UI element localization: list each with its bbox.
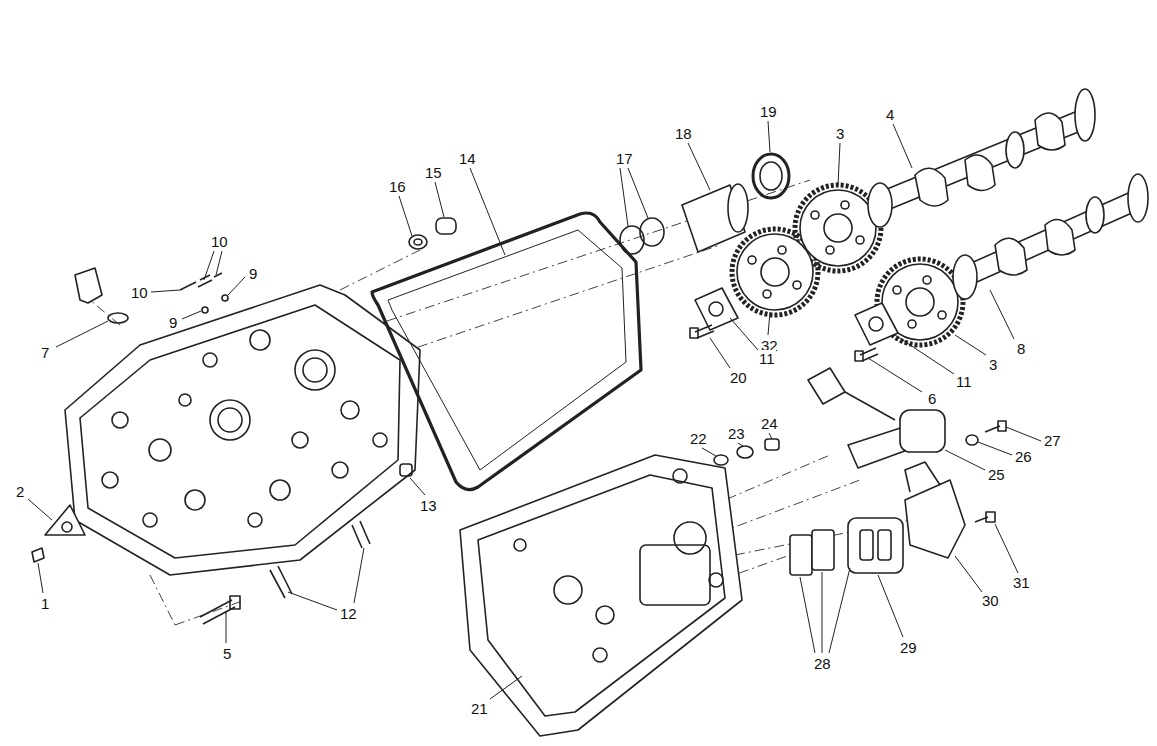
callout-number: 8 [1016, 340, 1026, 357]
callout-number: 17 [615, 150, 634, 167]
callout-number: 15 [424, 164, 443, 181]
callout-number: 7 [40, 344, 50, 361]
callout-number: 3 [988, 356, 998, 373]
callout-number: 30 [981, 592, 1000, 609]
callout-number: 3 [835, 125, 845, 142]
callout-number: 4 [885, 106, 895, 123]
callout-number: 9 [248, 265, 258, 282]
callout-number: 28 [813, 655, 832, 672]
callout-number: 26 [1014, 448, 1033, 465]
callout-number: 21 [470, 700, 489, 717]
callout-number: 11 [955, 373, 973, 390]
callout-number: 22 [689, 430, 708, 447]
callout-number: 6 [927, 390, 937, 407]
callout-number: 11 [758, 350, 776, 367]
callout-number: 16 [388, 178, 407, 195]
callout-number: 20 [729, 369, 748, 386]
callout-number: 19 [759, 103, 778, 120]
callout-number: 2 [15, 483, 25, 500]
callout-number: 5 [222, 645, 232, 662]
callout-number: 14 [458, 150, 477, 167]
callout-number: 24 [760, 415, 779, 432]
callout-number: 10 [130, 284, 149, 301]
callout-number: 1 [40, 595, 50, 612]
callout-number: 23 [727, 425, 746, 442]
callout-number: 27 [1043, 432, 1062, 449]
callout-number: 13 [419, 497, 438, 514]
callout-number: 18 [674, 125, 693, 142]
callout-number: 10 [210, 233, 229, 250]
callout-number: 25 [987, 466, 1006, 483]
callout-number: 31 [1012, 574, 1031, 591]
callout-number: 29 [899, 639, 918, 656]
callout-number: 12 [339, 605, 358, 622]
callout-number: 9 [168, 314, 178, 331]
